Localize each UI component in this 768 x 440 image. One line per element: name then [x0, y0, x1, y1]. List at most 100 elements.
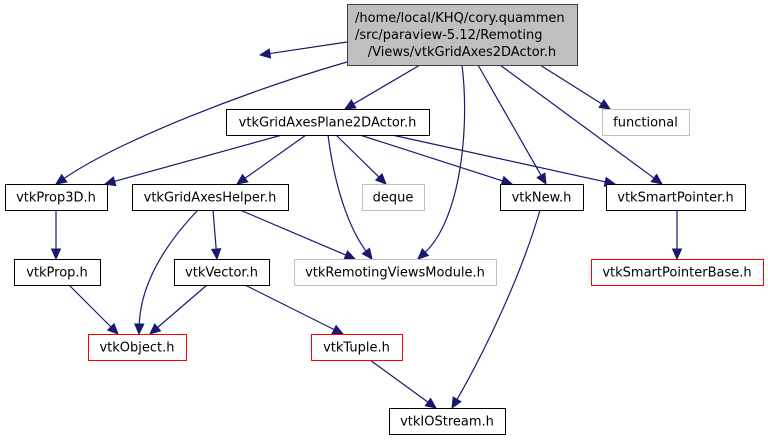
edge-line [243, 134, 307, 180]
edge-root-to-module [417, 64, 466, 260]
edge-plane2d-to-module [327, 134, 373, 260]
edge-line [539, 64, 603, 105]
node-box [311, 334, 403, 361]
node-label: vtkGridAxesHelper.h [144, 191, 277, 206]
edge-tuple-to-iostream [369, 359, 437, 409]
node-box [226, 109, 430, 136]
edge-plane2d-to-prop3d [103, 134, 283, 187]
edge-plane2d-to-deque [335, 134, 387, 185]
node-object[interactable]: vtkObject.h [88, 334, 187, 361]
edge-line [477, 64, 543, 177]
edge-line [359, 134, 504, 182]
node-helper[interactable]: vtkGridAxesHelper.h [132, 184, 289, 211]
node-box [591, 259, 764, 286]
node-label: vtkSmartPointer.h [617, 191, 733, 206]
node-root[interactable]: /home/local/KHQ/cory.quammen/src/paravie… [347, 4, 578, 66]
arrowhead-icon [343, 99, 357, 110]
node-prop[interactable]: vtkProp.h [14, 259, 101, 286]
node-label: vtkSmartPointerBase.h [602, 266, 751, 281]
edge-root-to-functional [539, 64, 612, 110]
node-box [294, 259, 497, 286]
edge-line [244, 284, 336, 331]
node-box [174, 259, 270, 286]
edge-line [113, 134, 283, 183]
edge-helper-to-module [239, 209, 357, 260]
edge-plane2d-to-helper [236, 134, 307, 185]
edge-line [456, 209, 541, 401]
node-box [132, 184, 289, 211]
node-module: vtkRemotingViewsModule.h [294, 259, 497, 286]
node-box [88, 334, 187, 361]
edge-line [239, 209, 347, 257]
node-label: vtkVector.h [185, 266, 258, 281]
node-label: vtkObject.h [99, 341, 174, 356]
node-label: vtkProp.h [26, 266, 88, 281]
edge-helper-to-object [134, 209, 199, 336]
edge-line [335, 134, 380, 179]
edge-line [212, 209, 217, 251]
node-iostream[interactable]: vtkIOStream.h [389, 408, 506, 435]
node-box [14, 259, 101, 286]
arrowhead-icon [417, 247, 430, 260]
node-vector[interactable]: vtkVector.h [174, 259, 270, 286]
edge-line [156, 284, 208, 329]
arrowhead-icon [671, 248, 683, 261]
arrowhead-icon [361, 247, 373, 260]
arrowhead-icon [50, 248, 62, 261]
node-box [606, 184, 746, 211]
node-label: vtkIOStream.h [400, 415, 494, 430]
node-label: /Views/vtkGridAxes2DActor.h [368, 45, 556, 60]
edge-line [499, 64, 656, 180]
arrowhead-icon [106, 322, 119, 335]
edge-line [424, 64, 466, 254]
node-box [389, 408, 506, 435]
arrowhead-icon [650, 173, 663, 185]
node-label: vtkProp3D.h [16, 191, 96, 206]
arrowhead-icon [598, 98, 612, 110]
node-prop3d[interactable]: vtkProp3D.h [5, 184, 108, 211]
node-box [602, 109, 690, 136]
edge-smartptr-to-smartptrbase [671, 210, 683, 261]
arrowhead-icon [374, 172, 387, 185]
node-smartptr[interactable]: vtkSmartPointer.h [606, 184, 746, 211]
arrowhead-icon [236, 173, 249, 185]
edge-vtknew-to-iostream [451, 209, 541, 410]
edge-helper-to-vector [210, 209, 222, 261]
node-label: /home/local/KHQ/cory.quammen [355, 11, 565, 26]
node-tuple[interactable]: vtkTuple.h [311, 334, 403, 361]
arrowhead-icon [134, 323, 145, 336]
node-box [5, 184, 108, 211]
node-vtknew[interactable]: vtkNew.h [500, 184, 584, 211]
arrowhead-icon [500, 175, 514, 186]
edge-line [68, 284, 113, 329]
node-box [500, 184, 584, 211]
edge-root-to-vtknew [477, 64, 547, 186]
nodes-layer: /home/local/KHQ/cory.quammen/src/paravie… [5, 4, 764, 435]
node-label: vtkGridAxesPlane2DActor.h [239, 116, 417, 131]
node-box [362, 184, 425, 211]
edge-vector-to-tuple [244, 284, 345, 335]
edge-line [268, 41, 348, 55]
node-label: vtkRemotingViewsModule.h [305, 266, 485, 281]
edge-root-to-prop3d [54, 61, 348, 185]
edge-line [352, 64, 421, 105]
node-smartptrbase[interactable]: vtkSmartPointerBase.h [591, 259, 764, 286]
node-label: deque [373, 191, 414, 206]
arrowhead-icon [149, 323, 162, 335]
arrowhead-icon [424, 397, 437, 409]
arrowhead-icon [451, 396, 462, 410]
edge-vector-to-object [149, 284, 208, 335]
node-deque: deque [362, 184, 425, 211]
edge-prop3d-to-prop [50, 210, 62, 261]
node-label: vtkNew.h [512, 191, 572, 206]
arrowhead-icon [331, 324, 345, 335]
edge-line [369, 359, 430, 404]
edge-line [391, 134, 607, 183]
edge-line [327, 134, 368, 253]
edge-prop-to-object [68, 284, 119, 335]
arrowhead-icon [258, 48, 272, 59]
edge-line [138, 209, 199, 326]
edge-root-to-smartptr [499, 64, 663, 185]
node-plane2d[interactable]: vtkGridAxesPlane2DActor.h [226, 109, 430, 136]
